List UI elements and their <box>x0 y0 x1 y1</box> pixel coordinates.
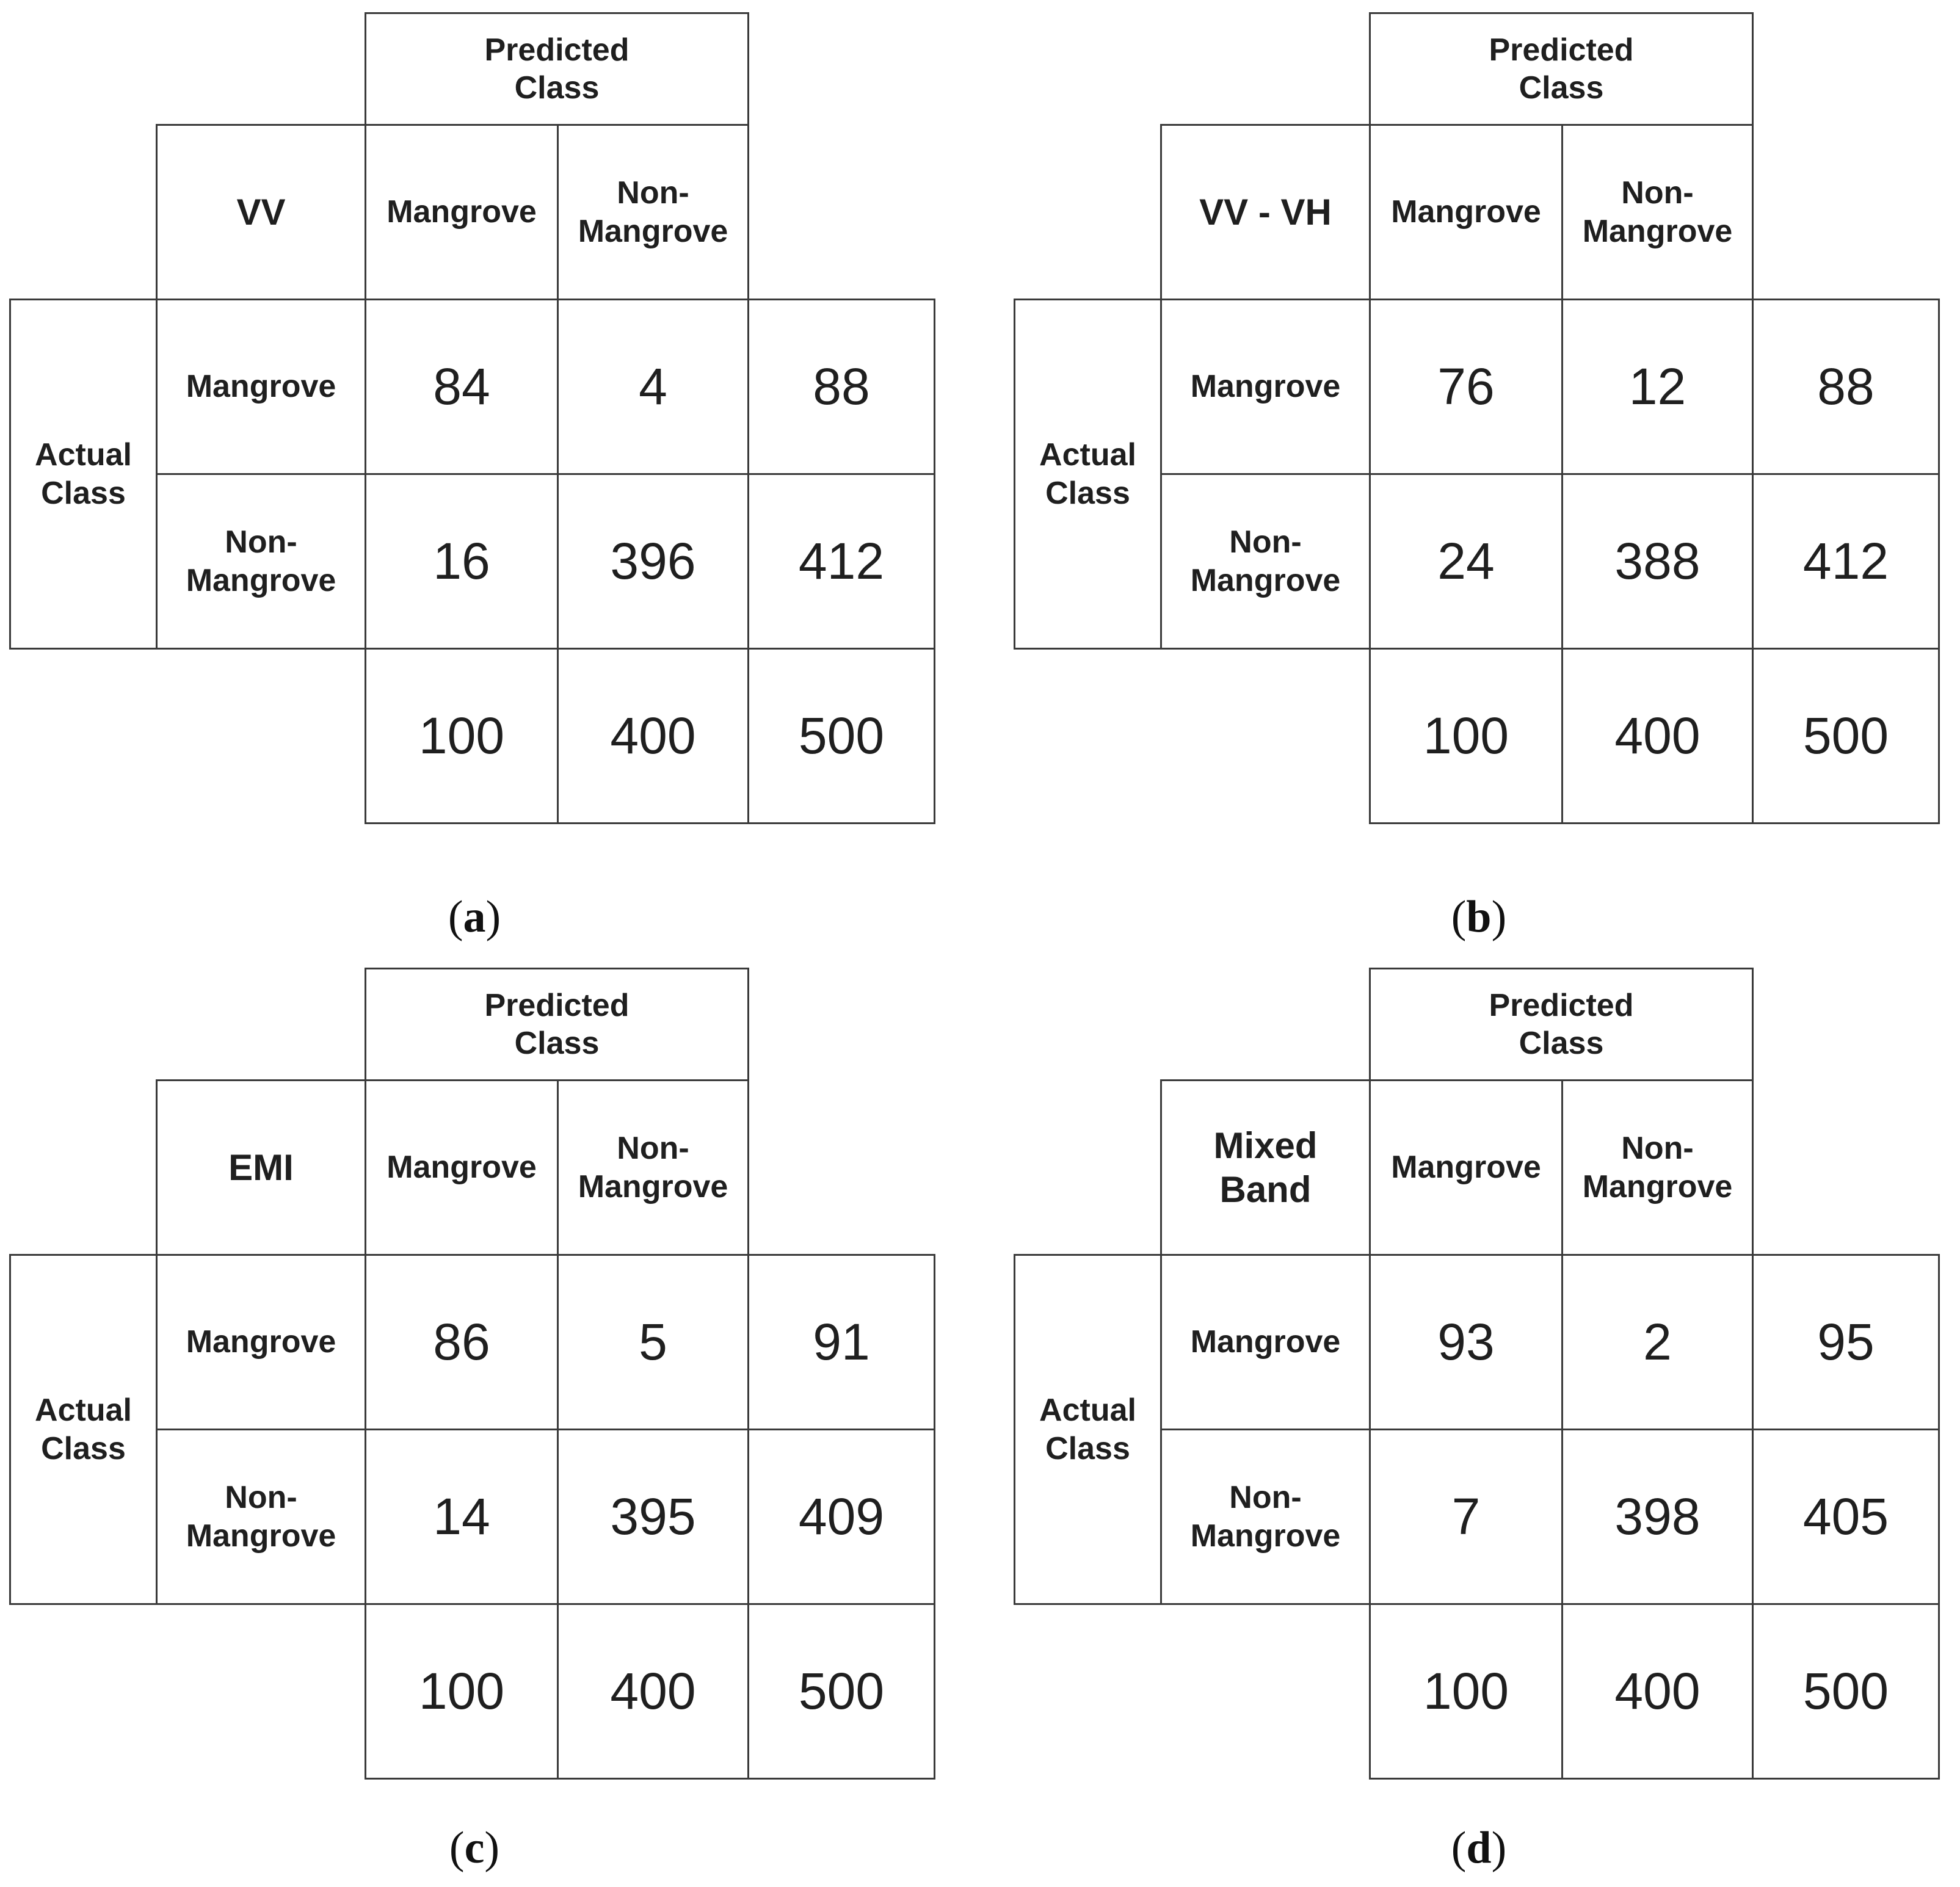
col2-total-cell: 400 <box>557 1603 749 1780</box>
caption-letter: d <box>1466 1823 1492 1873</box>
col1-total-cell: 100 <box>365 648 559 824</box>
grand-total-cell: 500 <box>1752 1603 1940 1780</box>
actual-non-mangrove-header: Non- Mangrove <box>1160 473 1371 650</box>
predicted-non-mangrove-header: Non- Mangrove <box>1561 124 1754 300</box>
false-negative-cell: 4 <box>557 299 749 475</box>
predicted-class-header: Predicted Class <box>1369 12 1754 126</box>
predicted-mangrove-header: Mangrove <box>365 1079 559 1256</box>
panel-caption: (d) <box>1451 1823 1507 1873</box>
row1-total-cell: 88 <box>747 299 935 475</box>
true-negative-cell: 396 <box>557 473 749 650</box>
actual-mangrove-header: Mangrove <box>156 1254 366 1430</box>
predicted-class-header: Predicted Class <box>1369 968 1754 1081</box>
col2-total-cell: 400 <box>1561 648 1754 824</box>
actual-class-header: Actual Class <box>1014 1254 1162 1605</box>
col1-total-cell: 100 <box>1369 1603 1563 1780</box>
actual-mangrove-header: Mangrove <box>1160 1254 1371 1430</box>
matrix-name: VV <box>156 124 366 300</box>
predicted-mangrove-header: Mangrove <box>1369 1079 1563 1256</box>
row2-total-cell: 405 <box>1752 1429 1940 1605</box>
false-negative-cell: 12 <box>1561 299 1754 475</box>
predicted-mangrove-header: Mangrove <box>365 124 559 300</box>
true-positive-cell: 76 <box>1369 299 1563 475</box>
actual-mangrove-header: Mangrove <box>1160 299 1371 475</box>
confusion-matrix-panel-a: Predicted Class VV Mangrove Non- Mangrov… <box>9 12 962 942</box>
row1-total-cell: 95 <box>1752 1254 1940 1430</box>
caption-letter: b <box>1466 892 1492 942</box>
true-negative-cell: 395 <box>557 1429 749 1605</box>
matrix-name: EMI <box>156 1079 366 1256</box>
predicted-non-mangrove-header: Non- Mangrove <box>1561 1079 1754 1256</box>
col1-total-cell: 100 <box>365 1603 559 1780</box>
actual-class-header: Actual Class <box>1014 299 1162 650</box>
col1-total-cell: 100 <box>1369 648 1563 824</box>
panel-caption: (b) <box>1451 892 1507 942</box>
grand-total-cell: 500 <box>747 648 935 824</box>
actual-mangrove-header: Mangrove <box>156 299 366 475</box>
predicted-non-mangrove-header: Non- Mangrove <box>557 124 749 300</box>
false-negative-cell: 5 <box>557 1254 749 1430</box>
true-negative-cell: 388 <box>1561 473 1754 650</box>
panel-caption: (c) <box>449 1823 500 1873</box>
predicted-mangrove-header: Mangrove <box>1369 124 1563 300</box>
false-positive-cell: 24 <box>1369 473 1563 650</box>
row1-total-cell: 91 <box>747 1254 935 1430</box>
matrix-name: Mixed Band <box>1160 1079 1371 1256</box>
true-negative-cell: 398 <box>1561 1429 1754 1605</box>
matrix-name: VV - VH <box>1160 124 1371 300</box>
false-positive-cell: 7 <box>1369 1429 1563 1605</box>
row2-total-cell: 412 <box>747 473 935 650</box>
row1-total-cell: 88 <box>1752 299 1940 475</box>
true-positive-cell: 84 <box>365 299 559 475</box>
panel-caption: (a) <box>448 892 501 942</box>
actual-non-mangrove-header: Non- Mangrove <box>156 473 366 650</box>
actual-class-header: Actual Class <box>9 299 158 650</box>
actual-non-mangrove-header: Non- Mangrove <box>1160 1429 1371 1605</box>
row2-total-cell: 409 <box>747 1429 935 1605</box>
actual-class-header: Actual Class <box>9 1254 158 1605</box>
confusion-matrix-panel-b: Predicted Class VV - VH Mangrove Non- Ma… <box>1014 12 1960 942</box>
true-positive-cell: 86 <box>365 1254 559 1430</box>
true-positive-cell: 93 <box>1369 1254 1563 1430</box>
predicted-class-header: Predicted Class <box>365 968 749 1081</box>
actual-non-mangrove-header: Non- Mangrove <box>156 1429 366 1605</box>
false-positive-cell: 14 <box>365 1429 559 1605</box>
confusion-matrix-panel-c: Predicted Class EMI Mangrove Non- Mangro… <box>9 968 962 1883</box>
predicted-class-header: Predicted Class <box>365 12 749 126</box>
grand-total-cell: 500 <box>747 1603 935 1780</box>
confusion-matrix-panel-d: Predicted Class Mixed Band Mangrove Non-… <box>1014 968 1960 1883</box>
false-negative-cell: 2 <box>1561 1254 1754 1430</box>
col2-total-cell: 400 <box>1561 1603 1754 1780</box>
false-positive-cell: 16 <box>365 473 559 650</box>
predicted-non-mangrove-header: Non- Mangrove <box>557 1079 749 1256</box>
grand-total-cell: 500 <box>1752 648 1940 824</box>
row2-total-cell: 412 <box>1752 473 1940 650</box>
caption-letter: c <box>464 1823 485 1873</box>
col2-total-cell: 400 <box>557 648 749 824</box>
caption-letter: a <box>463 892 486 942</box>
